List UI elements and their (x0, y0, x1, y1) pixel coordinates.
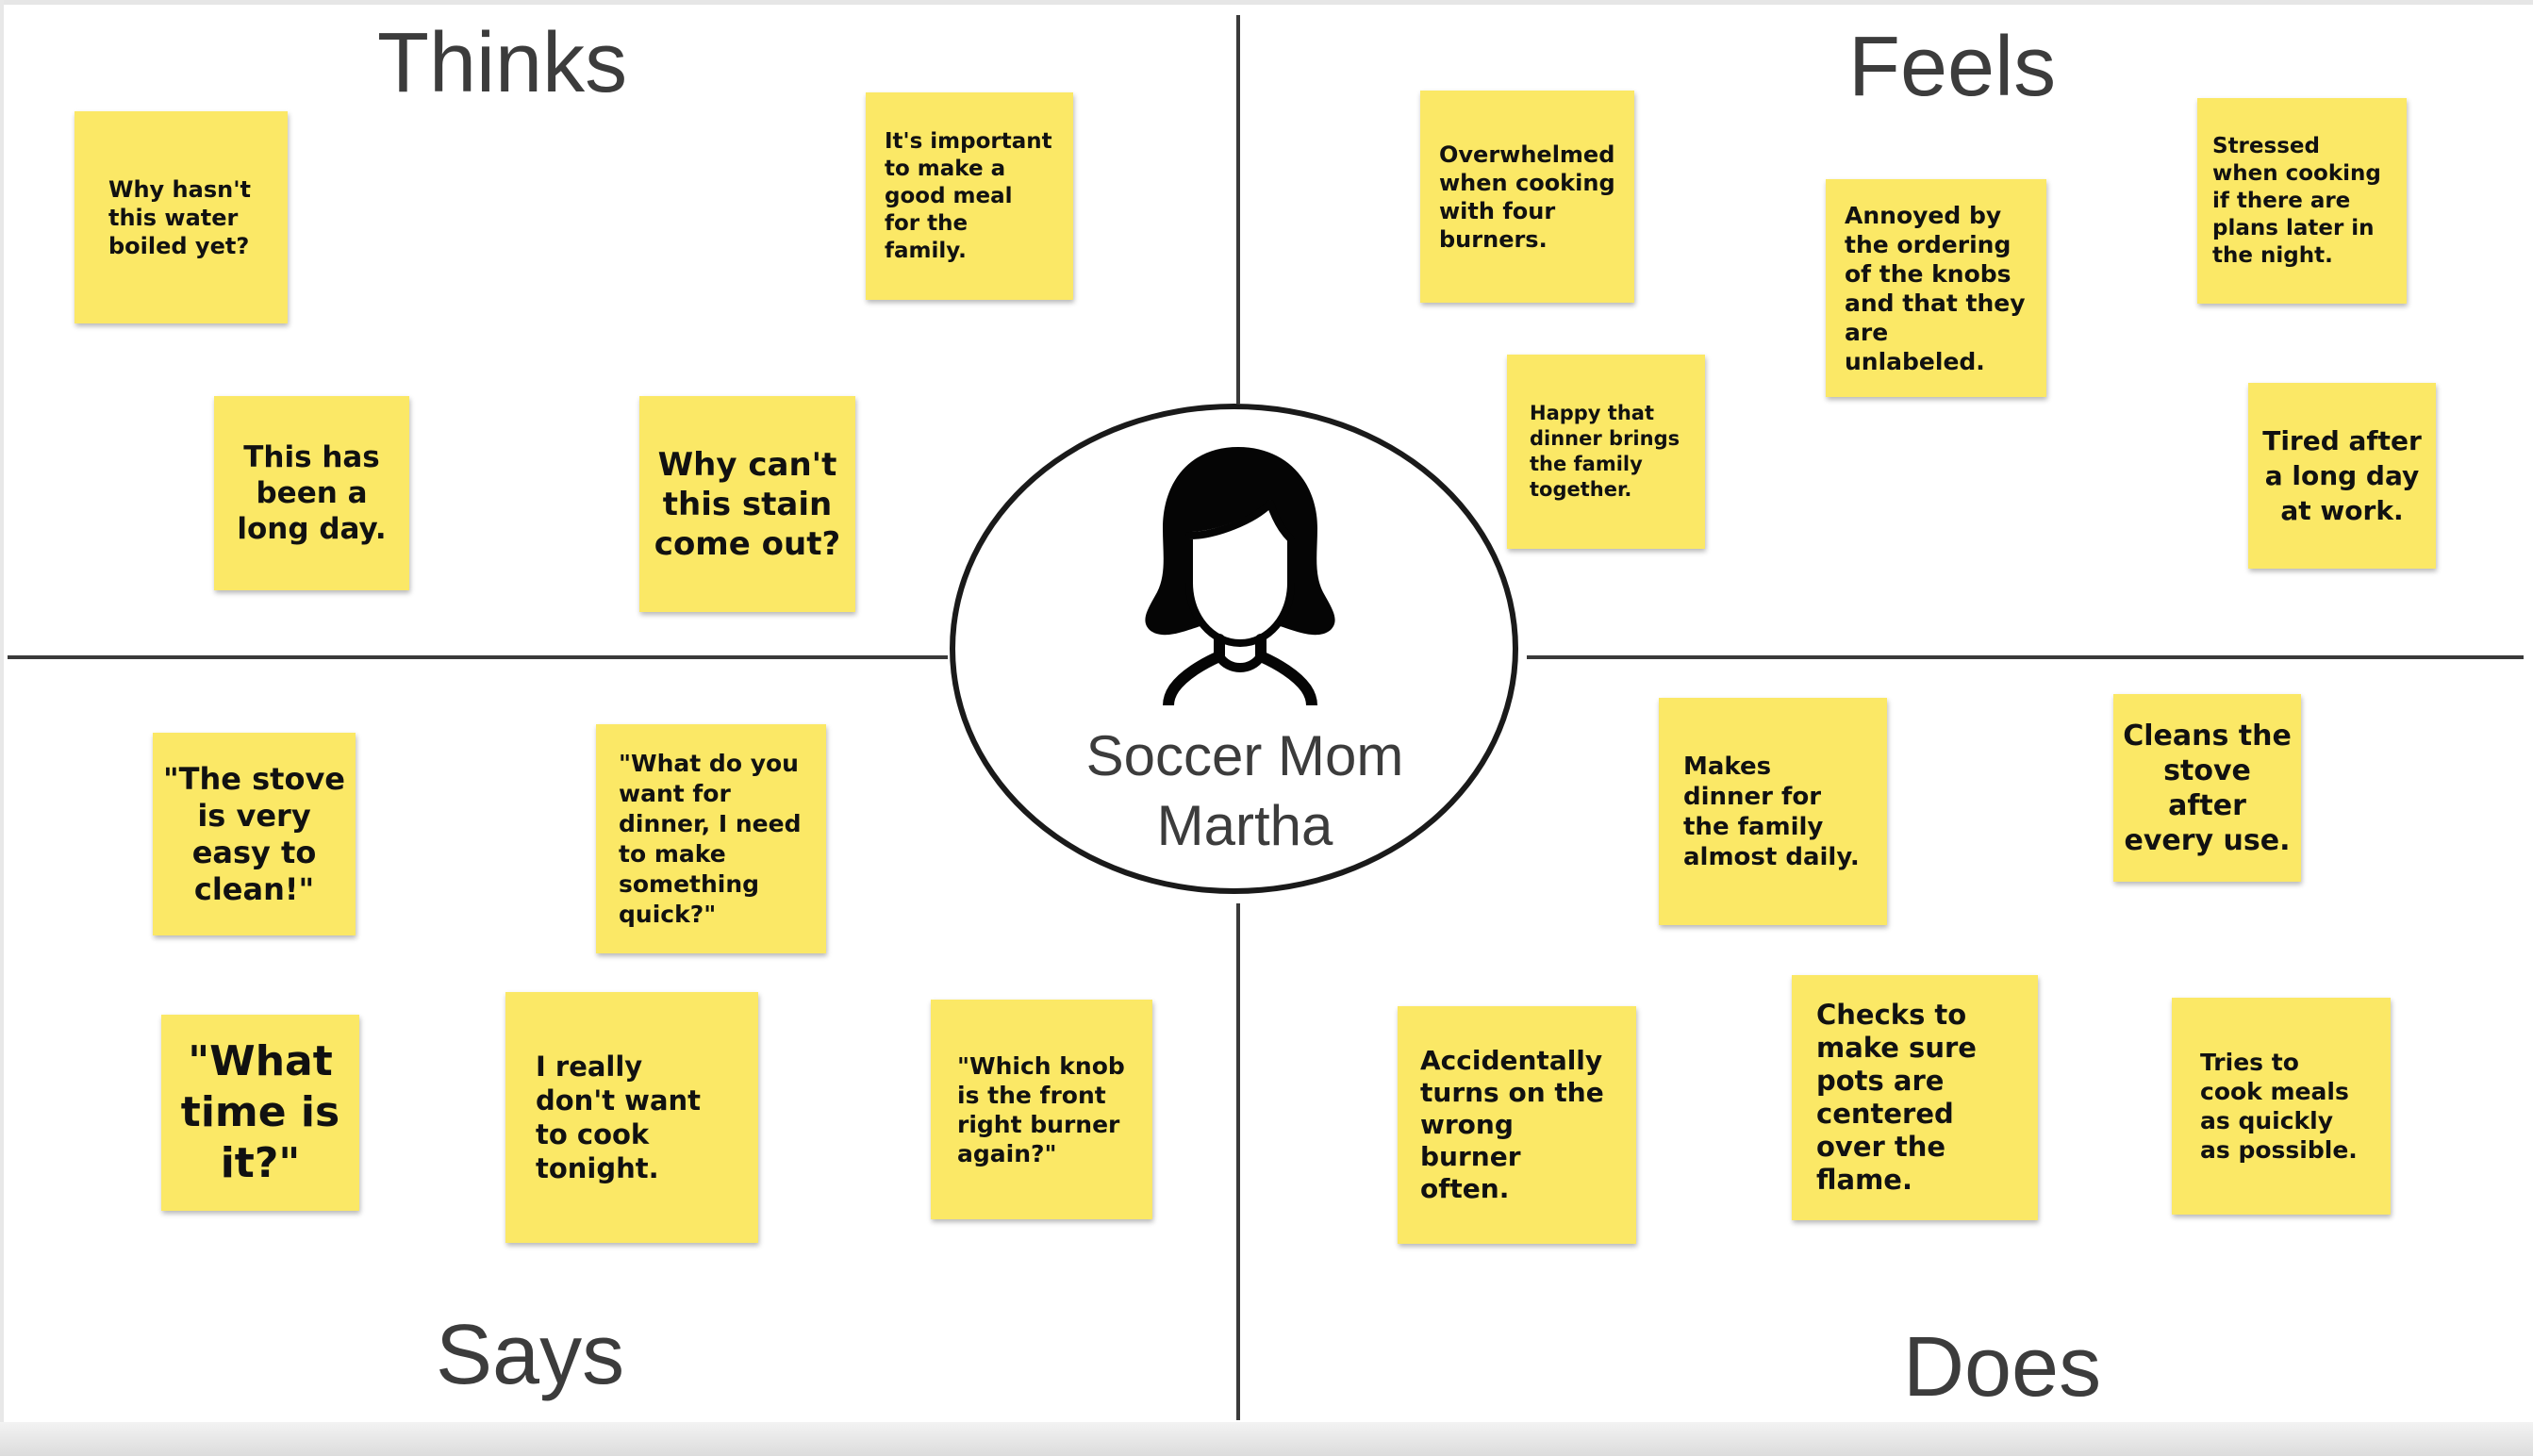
quadrant-title-thinks: Thinks (377, 16, 628, 110)
persona-name: Soccer Mom Martha (1047, 721, 1443, 861)
sticky-note-feels-stressed[interactable]: Stressed when cooking if there are plans… (2197, 98, 2407, 304)
vertical-divider-top (1236, 15, 1240, 404)
board-top-edge (0, 0, 2533, 5)
sticky-note-thinks-stain[interactable]: Why can't this stain come out? (639, 396, 855, 612)
sticky-note-does-wrong-burner[interactable]: Accidentally turns on the wrong burner o… (1398, 1006, 1636, 1244)
sticky-note-thinks-long-day[interactable]: This has been a long day. (214, 396, 409, 590)
quadrant-title-says: Says (436, 1308, 625, 1402)
sticky-note-says-what-time[interactable]: "What time is it?" (161, 1015, 359, 1211)
board-bottom-scroll-edge (0, 1422, 2533, 1456)
horizontal-divider-right (1527, 655, 2524, 659)
persona-name-line1: Soccer Mom (1085, 724, 1404, 787)
vertical-divider-bottom (1236, 903, 1240, 1420)
sticky-note-does-cleans-stove[interactable]: Cleans the stove after every use. (2113, 694, 2301, 882)
quadrant-title-feels: Feels (1848, 20, 2057, 114)
sticky-note-says-easy-clean[interactable]: "The stove is very easy to clean!" (153, 733, 356, 935)
quadrant-title-does: Does (1903, 1320, 2102, 1415)
board-left-edge (0, 0, 4, 1456)
horizontal-divider-left (8, 655, 948, 659)
sticky-note-does-makes-dinner[interactable]: Makes dinner for the family almost daily… (1659, 698, 1887, 925)
woman-avatar-icon (1145, 447, 1335, 705)
sticky-note-does-checks-pots[interactable]: Checks to make sure pots are centered ov… (1792, 975, 2038, 1220)
sticky-note-says-which-knob[interactable]: "Which knob is the front right burner ag… (931, 1000, 1152, 1219)
sticky-note-says-dont-want-cook[interactable]: I really don't want to cook tonight. (505, 992, 758, 1243)
sticky-note-feels-happy[interactable]: Happy that dinner brings the family toge… (1507, 355, 1705, 549)
sticky-note-says-dinner[interactable]: "What do you want for dinner, I need to … (596, 724, 826, 953)
sticky-note-feels-overwhelmed[interactable]: Overwhelmed when cooking with four burne… (1420, 91, 1634, 303)
sticky-note-thinks-water[interactable]: Why hasn't this water boiled yet? (74, 111, 288, 323)
persona-name-line2: Martha (1156, 794, 1333, 857)
sticky-note-does-cook-quickly[interactable]: Tries to cook meals as quickly as possib… (2172, 998, 2391, 1215)
sticky-note-thinks-good-meal[interactable]: It's important to make a good meal for t… (866, 92, 1073, 300)
sticky-note-feels-annoyed[interactable]: Annoyed by the ordering of the knobs and… (1826, 179, 2046, 397)
sticky-note-feels-tired[interactable]: Tired after a long day at work. (2248, 383, 2436, 569)
